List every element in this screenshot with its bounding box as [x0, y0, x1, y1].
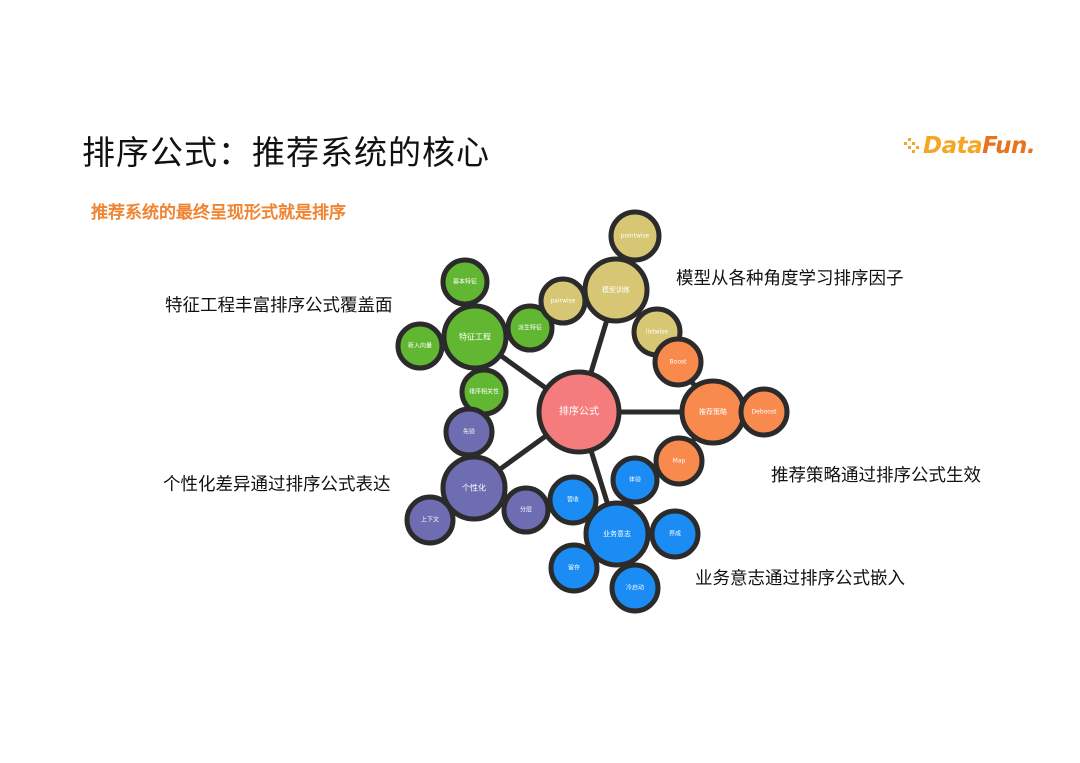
node-prior: 先验: [443, 406, 495, 458]
node-label-cold-start: 冷启动: [626, 584, 644, 592]
node-pairwise: pairwise: [538, 276, 588, 326]
node-circle-cold-start: [609, 562, 661, 614]
node-label-prior: 先验: [463, 428, 475, 436]
node-label-context: 上下文: [421, 516, 439, 524]
node-label-cultivate: 养成: [669, 530, 681, 538]
datafun-logo: DataFun.: [904, 133, 1036, 159]
node-retain: 留存: [548, 542, 600, 594]
annotation-feature: 特征工程丰富排序公式覆盖面: [165, 296, 393, 316]
node-label-retain: 留存: [568, 564, 580, 572]
node-circle-basic-feature: [440, 257, 490, 307]
node-label-deboost: Deboost: [752, 409, 778, 416]
node-cold-start: 冷启动: [609, 562, 661, 614]
node-personal: 个性化: [440, 454, 508, 522]
node-map: Map: [653, 435, 705, 487]
node-label-derived-feature: 派生特征: [518, 324, 542, 332]
node-cultivate: 养成: [649, 508, 701, 560]
logo-text-data: Data: [923, 133, 983, 159]
node-deboost: Deboost: [738, 386, 790, 438]
annotation-strategy: 推荐策略通过排序公式生效: [771, 466, 981, 486]
node-circle-map: [653, 435, 705, 487]
logo-dots-icon: [904, 138, 919, 153]
node-experience: 体验: [610, 455, 660, 505]
node-label-strategy: 推荐策略: [699, 407, 727, 416]
node-label-rank-related: 排序相关性: [469, 388, 499, 396]
node-circle-feature-eng: [441, 303, 509, 371]
node-label-pointwise: pointwise: [621, 233, 650, 240]
node-label-feature-eng: 特征工程: [459, 332, 491, 342]
node-label-experience: 体验: [629, 476, 641, 484]
node-label-personal: 个性化: [462, 483, 486, 493]
node-label-business: 业务意志: [603, 529, 631, 538]
node-model-train: 模型训练: [582, 256, 650, 324]
annotation-personal: 个性化差异通过排序公式表达: [163, 475, 391, 495]
node-circle-revenue: [547, 474, 599, 526]
node-label-model-train: 模型训练: [602, 285, 630, 294]
node-circle-deboost: [738, 386, 790, 438]
node-circle-business: [583, 500, 651, 568]
node-rank-related: 排序相关性: [459, 367, 509, 417]
node-pointwise: pointwise: [608, 209, 662, 263]
page-title: 排序公式：推荐系统的核心: [82, 133, 490, 172]
node-circle-pairwise: [538, 276, 588, 326]
node-context: 上下文: [404, 494, 456, 546]
node-circle-prior: [443, 406, 495, 458]
node-circle-model-train: [582, 256, 650, 324]
node-circle-context: [404, 494, 456, 546]
node-revenue: 营收: [547, 474, 599, 526]
node-circle-experience: [610, 455, 660, 505]
node-label-new-vector: 新入向量: [408, 342, 432, 350]
node-circle-layer: [501, 485, 551, 535]
node-circle-boost: [652, 336, 704, 388]
node-label-listwise: listwise: [646, 329, 669, 336]
node-feature-eng: 特征工程: [441, 303, 509, 371]
node-circle-new-vector: [395, 321, 445, 371]
node-derived-feature: 派生特征: [505, 303, 555, 353]
node-circle-derived-feature: [505, 303, 555, 353]
node-circle-pointwise: [608, 209, 662, 263]
node-label-map: Map: [673, 458, 686, 465]
node-label-center: 排序公式: [559, 405, 599, 418]
node-label-boost: Boost: [670, 359, 688, 366]
node-label-layer: 分层: [520, 506, 532, 514]
node-circle-retain: [548, 542, 600, 594]
node-basic-feature: 基本特征: [440, 257, 490, 307]
node-boost: Boost: [652, 336, 704, 388]
annotation-business: 业务意志通过排序公式嵌入: [695, 569, 905, 589]
node-circle-cultivate: [649, 508, 701, 560]
node-label-revenue: 营收: [567, 496, 579, 504]
node-label-basic-feature: 基本特征: [453, 278, 477, 286]
annotation-model: 模型从各种角度学习排序因子: [676, 269, 904, 289]
node-label-pairwise: pairwise: [550, 298, 575, 305]
node-layer: 分层: [501, 485, 551, 535]
node-new-vector: 新入向量: [395, 321, 445, 371]
node-business: 业务意志: [583, 500, 651, 568]
node-strategy: 推荐策略: [679, 378, 747, 446]
node-circle-center: [536, 369, 622, 455]
node-center: 排序公式: [536, 369, 622, 455]
logo-text-fun: Fun.: [982, 133, 1036, 159]
page-subtitle: 推荐系统的最终呈现形式就是排序: [91, 203, 346, 223]
